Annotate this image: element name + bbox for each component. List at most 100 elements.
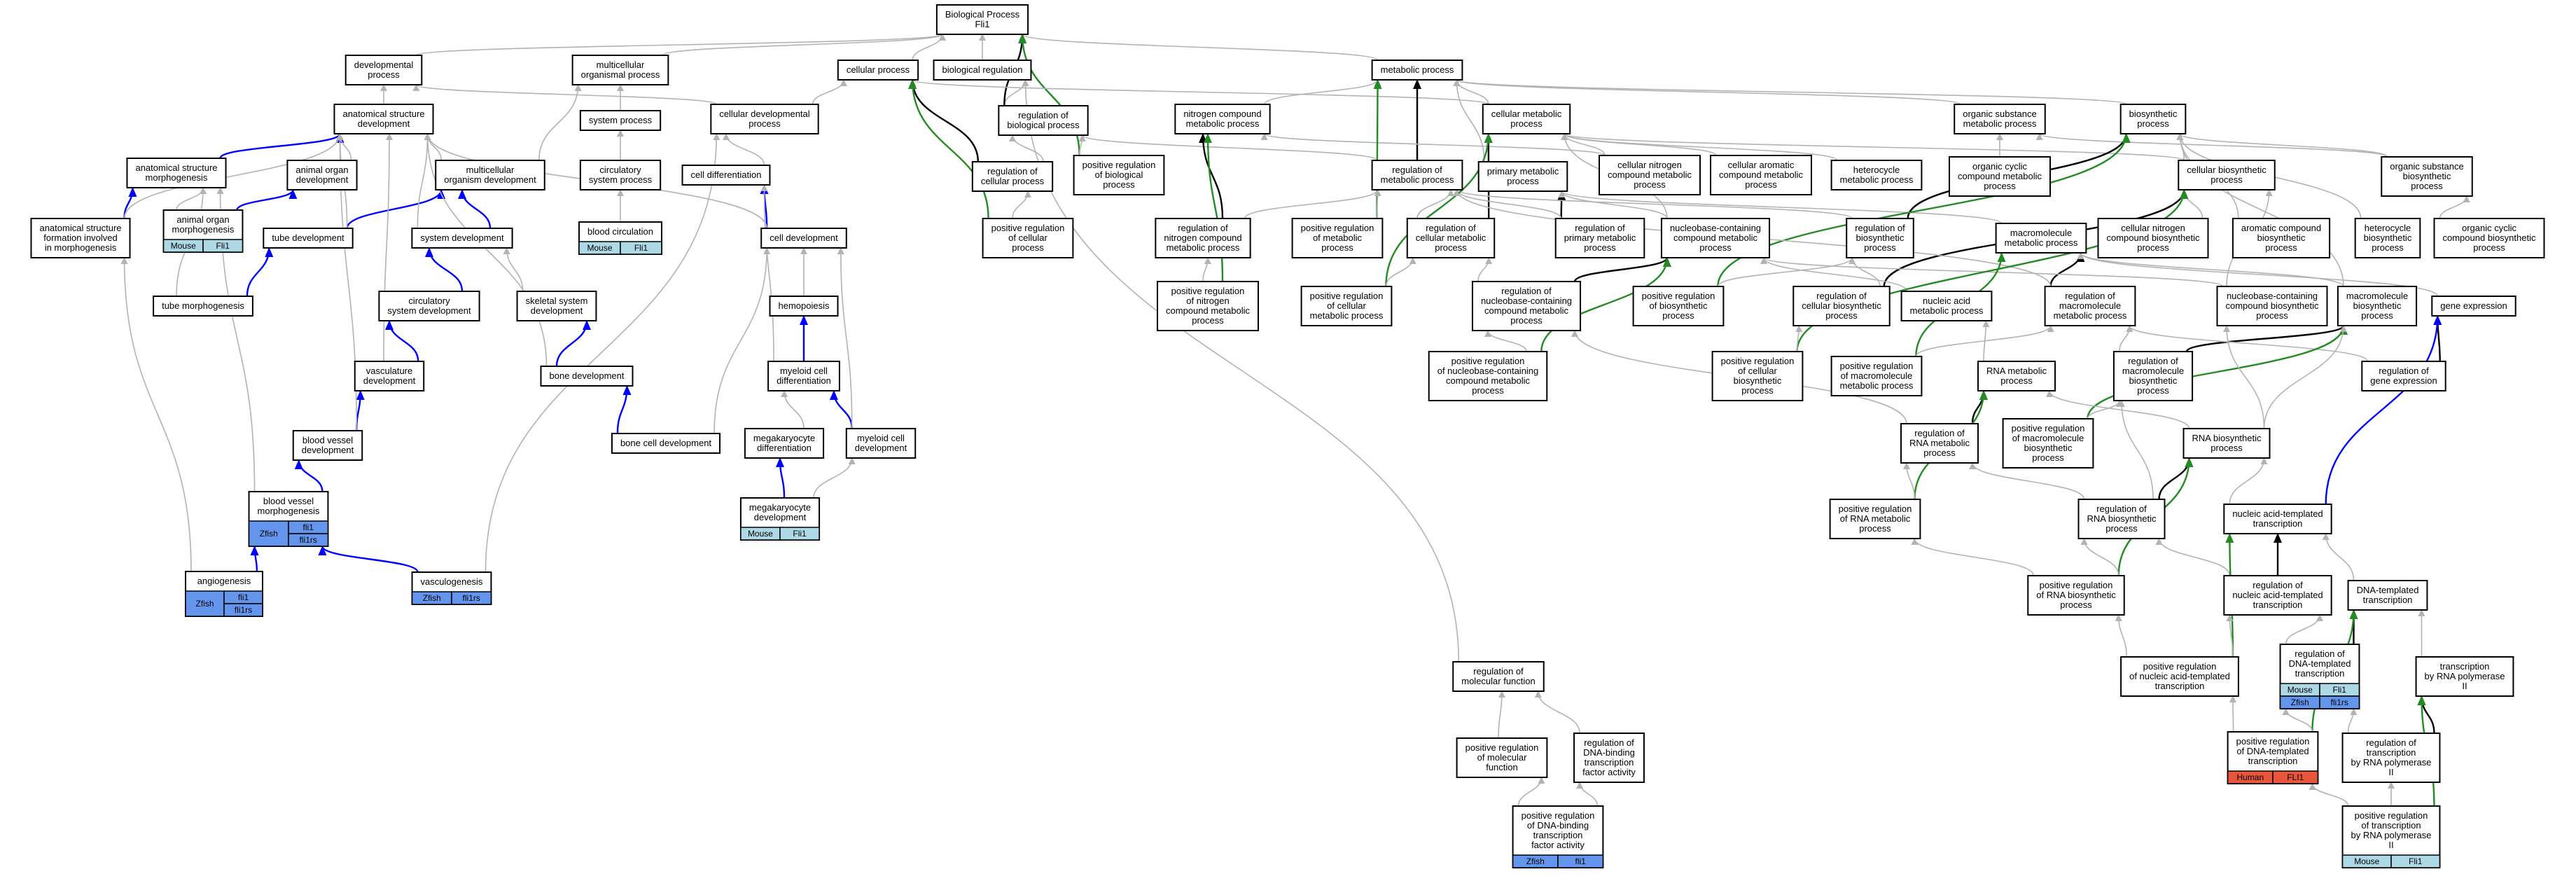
go-term-td[interactable]: tube development xyxy=(263,228,354,249)
go-term-hemo[interactable]: hemopoiesis xyxy=(769,296,839,317)
go-term-breg[interactable]: biological regulation xyxy=(933,60,1032,81)
go-term-bcd[interactable]: bone cell development xyxy=(611,433,721,454)
go-term-bd[interactable]: bone development xyxy=(540,366,634,387)
go-term-label: anatomical structure xyxy=(135,162,217,173)
go-term-box xyxy=(1428,351,1548,401)
go-term-sp[interactable]: system process xyxy=(579,110,662,131)
go-term-sd[interactable]: system development xyxy=(411,228,513,249)
go-term-rnbcmp[interactable]: regulation ofnucleobase-containingcompou… xyxy=(1471,281,1582,331)
annotation-label: Fli1 xyxy=(634,243,648,253)
go-term-cd[interactable]: cell development xyxy=(760,228,847,249)
go-term-rmbp[interactable]: regulation ofmacromoleculebiosyntheticpr… xyxy=(2112,351,2194,401)
go-term-cdiff[interactable]: cell differentiation xyxy=(681,165,771,186)
go-term-rdbta[interactable]: regulation ofDNA-bindingtranscriptionfac… xyxy=(1573,733,1645,783)
go-term-tm[interactable]: tube morphogenesis xyxy=(153,296,253,317)
go-term-cp[interactable]: cellular process xyxy=(837,60,919,81)
go-term-mp[interactable]: metabolic process xyxy=(1371,60,1463,81)
go-term-ge[interactable]: gene expression xyxy=(2431,296,2516,317)
go-term-rdtt[interactable]: regulation ofDNA-templatedtranscriptionM… xyxy=(2279,644,2360,709)
